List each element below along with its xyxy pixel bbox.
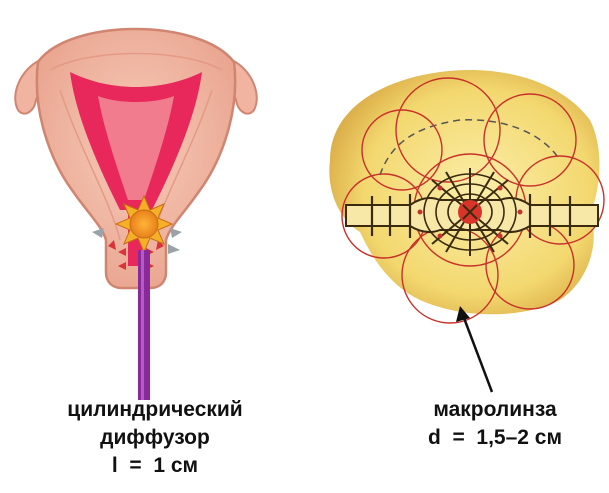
treatment-field [329,70,599,314]
diffuser-caption-line-2: диффузор [30,424,280,452]
macrolens-caption: макролинза d = 1,5–2 см [400,396,590,452]
pointer-arrow-line [464,318,492,392]
light-source-icon [116,196,172,252]
optical-fiber-highlight [141,250,144,400]
macrolens-caption-line-1: макролинза [400,396,590,424]
diffuser-caption-line-3: l = 1 см [30,452,280,480]
diffuser-caption: цилиндрический диффузор l = 1 см [30,396,280,480]
uterus-illustration [15,29,257,400]
diffuser-caption-line-1: цилиндрический [30,396,280,424]
macrolens-caption-line-2: d = 1,5–2 см [400,424,590,452]
macrolens-illustration [329,70,604,392]
